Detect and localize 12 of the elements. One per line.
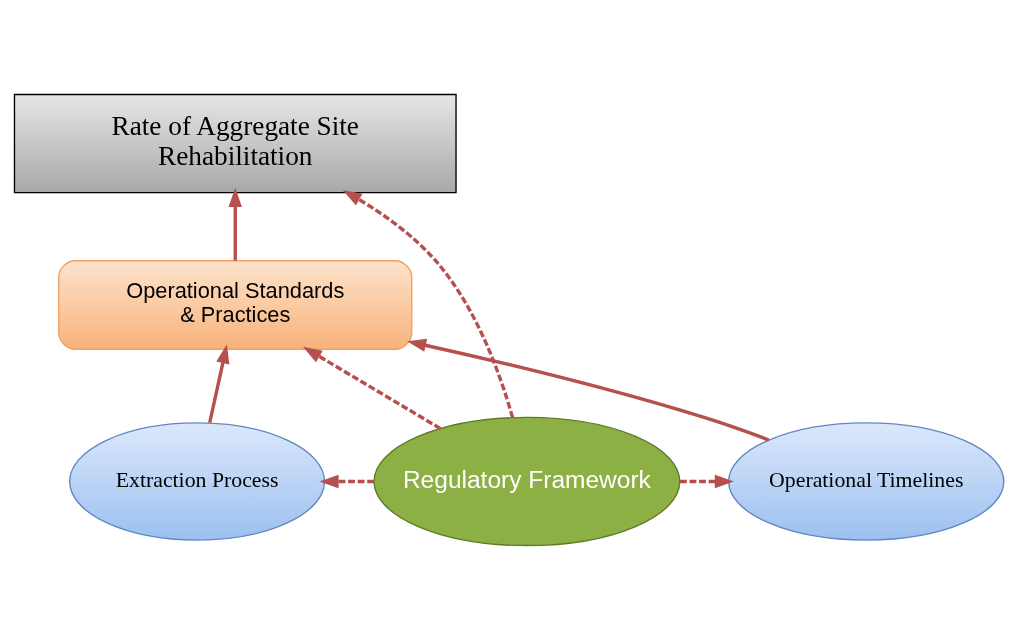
node-ellipse: Operational Timelines (727, 422, 1005, 541)
node-ellipse: Extraction Process (69, 422, 326, 541)
arrow (342, 190, 515, 418)
arrow (208, 344, 230, 424)
arrow (407, 338, 770, 442)
arrow (319, 474, 374, 489)
node-box: Rate of Aggregate Site Rehabilitation (13, 93, 457, 194)
arrow (228, 187, 242, 261)
arrow (680, 474, 734, 489)
node-box: Operational Standards & Practices (58, 260, 413, 350)
node-ellipse: Regulatory Framework (373, 416, 681, 547)
arrow (302, 346, 442, 430)
